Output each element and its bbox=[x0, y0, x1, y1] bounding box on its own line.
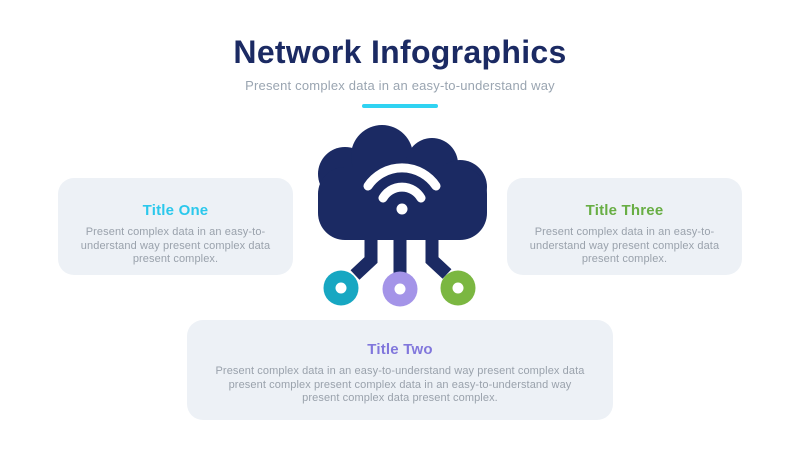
card-three-body: Present complex data in an easy-to-under… bbox=[529, 226, 720, 265]
card-three-title: Title Three bbox=[585, 202, 664, 219]
page-title: Network Infographics bbox=[233, 34, 567, 70]
cloud-wifi-network-icon bbox=[300, 112, 500, 308]
card-title-two: Title Two Present complex data in an eas… bbox=[187, 320, 613, 420]
card-title-one: Title One Present complex data in an eas… bbox=[58, 178, 293, 275]
card-two-body: Present complex data in an easy-to-under… bbox=[215, 365, 585, 404]
card-title-three: Title Three Present complex data in an e… bbox=[507, 178, 742, 275]
node-teal-circle bbox=[323, 270, 359, 306]
card-one-title: Title One bbox=[142, 202, 209, 219]
cloud-shape bbox=[318, 125, 487, 240]
title-divider bbox=[362, 104, 438, 108]
wifi-icon bbox=[363, 163, 441, 215]
subtitle: Present complex data in an easy-to-under… bbox=[245, 78, 555, 93]
card-two-title: Title Two bbox=[367, 341, 433, 358]
cloud-wifi-network-svg bbox=[318, 125, 487, 307]
node-green-circle bbox=[440, 270, 476, 306]
card-one-body: Present complex data in an easy-to-under… bbox=[80, 226, 271, 265]
node-purple-circle bbox=[382, 271, 418, 307]
